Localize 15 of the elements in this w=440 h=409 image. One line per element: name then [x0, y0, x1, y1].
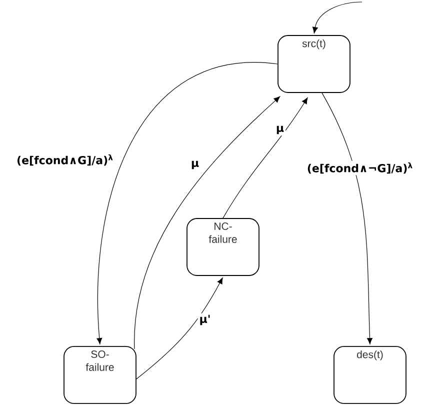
arrow — [136, 278, 223, 380]
edge-label: μ' — [198, 313, 212, 327]
state-box: src(t) — [278, 35, 350, 93]
arrow — [322, 92, 372, 344]
arrow — [96, 62, 278, 344]
state-box: NC- failure — [186, 218, 260, 276]
edge-label: (e[fcond∧G]/a)$^{λ}$ — [15, 152, 115, 168]
edge-label: μ — [189, 159, 201, 171]
edge-label: (e[fcond∧¬G]/a)$^{λ}$ — [305, 160, 415, 176]
edge-label: μ — [274, 124, 286, 136]
arrow — [312, 2, 362, 34]
state-box: des(t) — [334, 346, 406, 404]
arrow — [134, 96, 280, 350]
arrow — [222, 98, 308, 218]
state-box: SO- failure — [64, 346, 136, 404]
